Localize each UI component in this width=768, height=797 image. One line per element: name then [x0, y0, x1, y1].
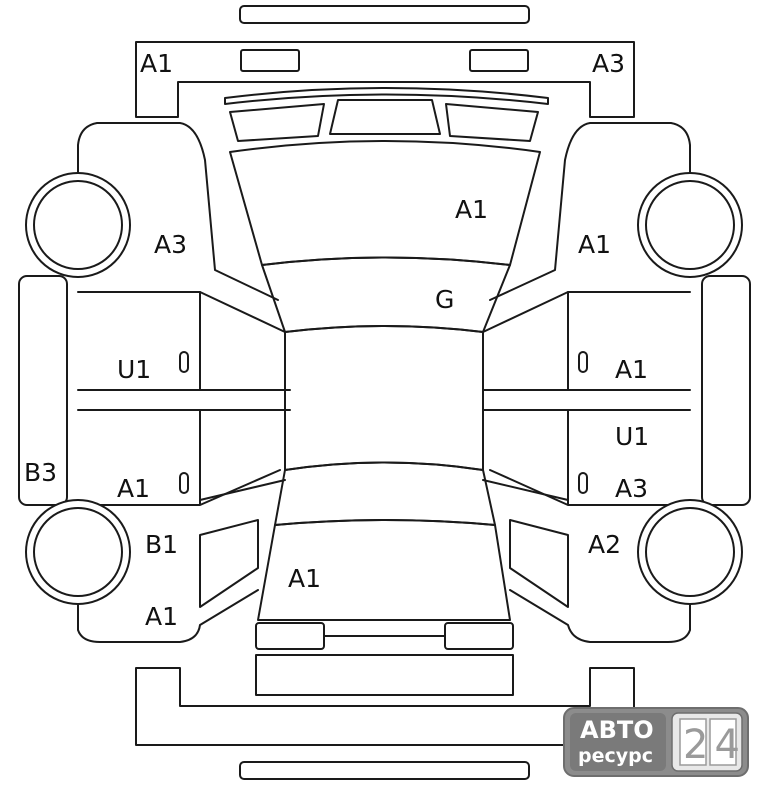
rear-left-wheel	[25, 499, 131, 605]
watermark-word-avto: АВТО	[580, 716, 654, 744]
hood	[229, 140, 541, 266]
left-a-pillar-line	[199, 291, 286, 333]
left-rear-door-handle	[179, 472, 189, 494]
label-trunk-lid: A1	[288, 564, 321, 593]
rear-bumper	[135, 667, 635, 746]
right-a-pillar-line	[482, 291, 569, 333]
left-front-door-handle	[179, 351, 189, 373]
watermark-logo: АВТО ресурс 24	[563, 707, 749, 777]
front-left-wheel	[25, 172, 131, 278]
label-left-front-door: U1	[117, 355, 151, 384]
rear-lower-panel	[255, 654, 514, 696]
watermark-number: 24	[683, 722, 746, 768]
left-rear-pillar-line	[199, 479, 286, 501]
center-grille-opening	[329, 99, 441, 135]
label-left-rear-door: A1	[117, 474, 150, 503]
right-front-door-handle	[578, 351, 588, 373]
rear-bumper-strip	[239, 761, 530, 780]
right-rear-door-handle	[578, 472, 588, 494]
front-bumper-strip	[239, 5, 530, 24]
label-right-front-door: A1	[615, 355, 648, 384]
label-left-front-fender: A3	[154, 230, 187, 259]
left-headlight	[240, 49, 300, 72]
label-front-left-corner: A1	[140, 49, 173, 78]
grille-outline	[224, 87, 549, 105]
label-front-right-corner: A3	[592, 49, 625, 78]
watermark-word-resurs: ресурс	[578, 745, 653, 767]
label-left-rear-quarter-lower: A1	[145, 602, 178, 631]
rear-right-wheel	[637, 499, 743, 605]
left-sill	[18, 275, 68, 506]
label-hood: A1	[455, 195, 488, 224]
label-windshield: G	[435, 285, 454, 314]
roof	[284, 325, 484, 471]
right-sill	[701, 275, 751, 506]
label-right-rear-door: A3	[615, 474, 648, 503]
right-tail-light	[444, 622, 514, 650]
left-tail-light	[255, 622, 325, 650]
front-bumper	[135, 41, 635, 118]
front-right-wheel	[637, 172, 743, 278]
rear-window	[274, 461, 496, 526]
right-grille-opening	[445, 103, 539, 142]
label-left-rear-quarter-upper: B1	[145, 530, 178, 559]
left-grille-opening	[229, 103, 325, 142]
label-right-front-fender: A1	[578, 230, 611, 259]
right-headlight	[469, 49, 529, 72]
trunk-lid	[257, 519, 511, 621]
label-left-side-sill: B3	[24, 458, 57, 487]
windshield	[261, 256, 511, 333]
right-rear-pillar-line	[482, 479, 569, 501]
label-right-rear-door-upper: U1	[615, 422, 649, 451]
label-right-rear-quarter: A2	[588, 530, 621, 559]
